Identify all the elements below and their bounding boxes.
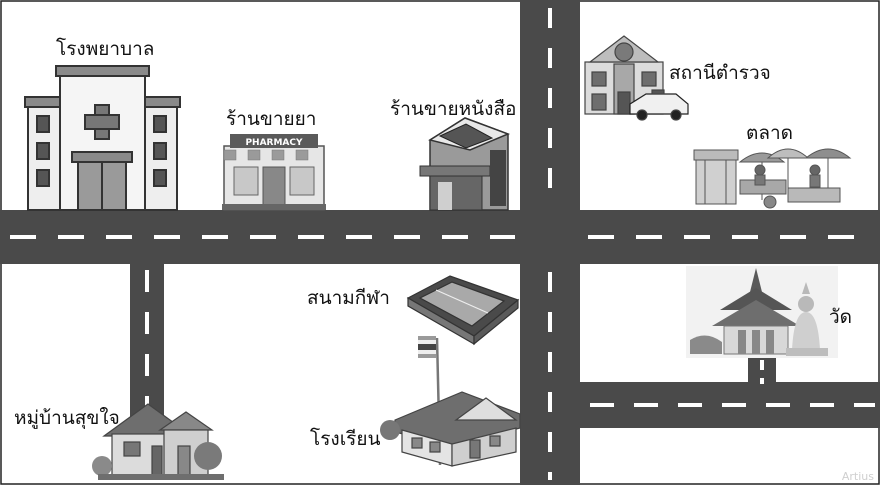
temple-icon: [686, 266, 838, 358]
police-station-icon: [584, 35, 689, 121]
hospital-icon: [24, 65, 181, 211]
label-hospital: โรงพยาบาล: [56, 38, 155, 60]
house-icon: [92, 403, 224, 480]
bookstore-icon: [419, 117, 511, 211]
label-police-station: สถานีตำรวจ: [669, 62, 771, 84]
pharmacy-icon: PHARMACY: [222, 134, 326, 211]
label-school: โรงเรียน: [310, 428, 381, 450]
label-pharmacy: ร้านขายยา: [226, 108, 317, 130]
school-icon: [380, 391, 521, 467]
main-vertical-road: [520, 0, 580, 485]
label-temple: วัด: [829, 306, 853, 328]
market-icon: [693, 148, 852, 209]
stadium-icon: [406, 275, 520, 346]
watermark: Artius: [841, 470, 874, 483]
label-stadium: สนามกีฬา: [307, 287, 390, 309]
label-market: ตลาด: [746, 122, 793, 144]
label-village: หมู่บ้านสุขใจ: [14, 407, 120, 429]
pharmacy-sign-text: PHARMACY: [245, 138, 303, 148]
label-bookstore: ร้านขายหนังสือ: [390, 98, 517, 120]
road-markings: [10, 8, 875, 480]
